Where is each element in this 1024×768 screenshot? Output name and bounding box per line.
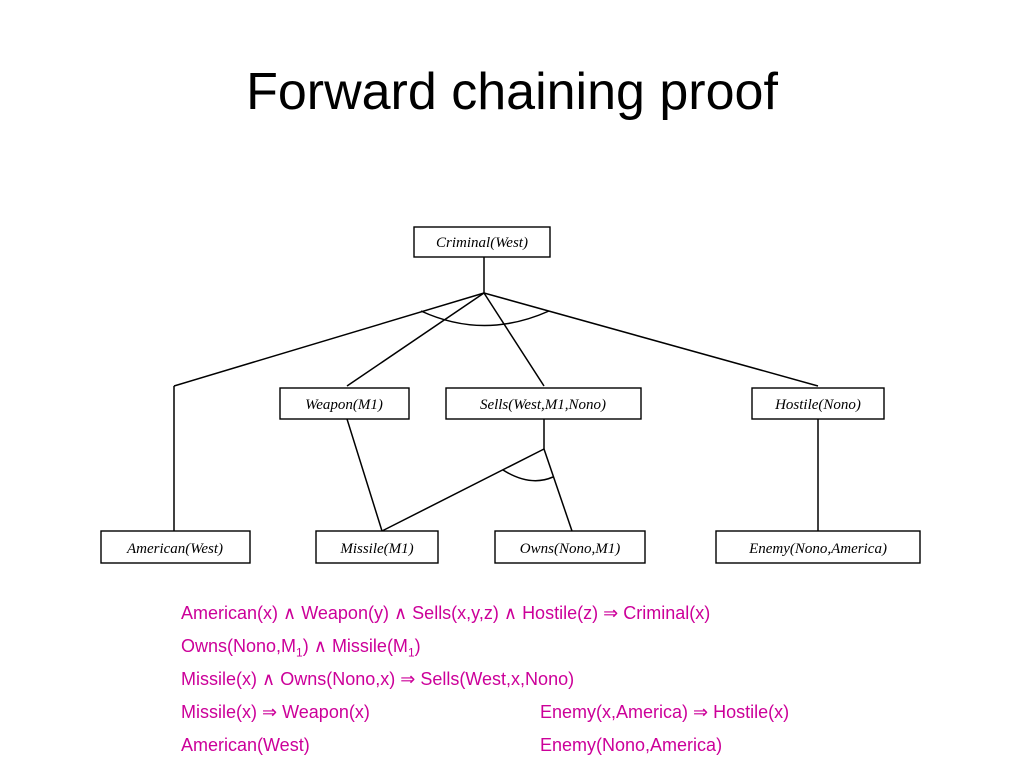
edge-sells-owns bbox=[543, 448, 573, 532]
edge-criminal-weapon bbox=[346, 292, 485, 387]
fact-american-west: American(West) bbox=[181, 735, 310, 755]
fact-text: ) bbox=[414, 636, 421, 656]
fact-term: Missile(M1) bbox=[331, 636, 421, 659]
edge-sells-missile bbox=[381, 448, 545, 532]
rule-criminal: American(x) ∧ Weapon(y) ∧ Sells(x,y,z) ∧… bbox=[181, 597, 710, 630]
node-enemy-nono-america: Enemy(Nono,America) bbox=[715, 530, 921, 564]
tree-edges bbox=[173, 257, 819, 532]
rule-term: Owns(Nono,x) bbox=[280, 669, 396, 689]
rule-term: Hostile(x) bbox=[713, 702, 790, 722]
edge-criminal-sells bbox=[483, 292, 545, 387]
node-american-west-label: American(West) bbox=[126, 541, 223, 557]
node-hostile-nono: Hostile(Nono) bbox=[751, 387, 885, 420]
and-arc-sells bbox=[502, 469, 554, 482]
node-criminal-west-label: Criminal(West) bbox=[436, 235, 528, 251]
rule-weapon: Missile(x) ⇒ Weapon(x) bbox=[181, 702, 370, 722]
edge-criminal-american bbox=[173, 292, 485, 387]
node-enemy-label: Enemy(Nono,America) bbox=[748, 541, 887, 557]
implies-symbol: ⇒ bbox=[693, 702, 709, 722]
node-hostile-nono-label: Hostile(Nono) bbox=[774, 397, 861, 413]
fact-text: Owns(Nono,M bbox=[181, 636, 297, 656]
edge-criminal-hostile bbox=[483, 292, 819, 387]
rule-sells: Missile(x) ∧ Owns(Nono,x) ⇒ Sells(West,x… bbox=[181, 663, 710, 696]
node-criminal-west: Criminal(West) bbox=[413, 226, 551, 258]
fact-text: Missile(M bbox=[331, 636, 408, 656]
rule-term: Weapon(x) bbox=[282, 702, 370, 722]
node-weapon-m1: Weapon(M1) bbox=[279, 387, 410, 420]
implies-symbol: ⇒ bbox=[603, 603, 619, 623]
slide-title: Forward chaining proof bbox=[246, 63, 778, 121]
rule-term: Weapon(y) bbox=[301, 603, 389, 623]
facts-row: American(West) Enemy(Nono,America) bbox=[181, 729, 722, 762]
rule-term: Criminal(x) bbox=[623, 603, 711, 623]
implies-symbol: ⇒ bbox=[400, 669, 416, 689]
fact-term: Owns(Nono,M1) bbox=[181, 636, 309, 659]
and-symbol: ∧ bbox=[503, 603, 518, 623]
node-owns-nono-m1: Owns(Nono,M1) bbox=[494, 530, 646, 564]
rule-term: Sells(West,x,Nono) bbox=[420, 669, 575, 689]
rule-term: Missile(x) bbox=[181, 702, 257, 722]
rule-hostile: Enemy(x,America) ⇒ Hostile(x) bbox=[540, 696, 789, 729]
node-owns-nono-m1-label: Owns(Nono,M1) bbox=[520, 541, 620, 557]
and-symbol: ∧ bbox=[283, 603, 297, 623]
proof-tree: Criminal(West) Weapon(M1) Sells(West,M1,… bbox=[100, 226, 921, 564]
node-weapon-m1-label: Weapon(M1) bbox=[305, 397, 383, 413]
rule-term: Enemy(x,America) bbox=[540, 702, 689, 722]
edge-weapon-missile bbox=[346, 418, 383, 532]
fact-text: ) bbox=[302, 636, 309, 656]
node-missile-m1-label: Missile(M1) bbox=[339, 541, 413, 557]
node-missile-m1: Missile(M1) bbox=[315, 530, 439, 564]
node-american-west: American(West) bbox=[100, 530, 251, 564]
rule-term: Missile(x) bbox=[181, 669, 257, 689]
knowledge-base: American(x) ∧ Weapon(y) ∧ Sells(x,y,z) ∧… bbox=[181, 597, 789, 762]
rule-weapon-hostile: Missile(x) ⇒ Weapon(x) Enemy(x,America) … bbox=[181, 696, 789, 729]
rule-term: Sells(x,y,z) bbox=[412, 603, 499, 623]
node-sells-west-m1-nono: Sells(West,M1,Nono) bbox=[445, 387, 642, 420]
subscript: 1 bbox=[407, 645, 415, 660]
and-symbol: ∧ bbox=[262, 669, 276, 689]
subscript: 1 bbox=[296, 645, 303, 660]
fact-owns-missile: Owns(Nono,M1) ∧ Missile(M1) bbox=[181, 630, 710, 663]
and-symbol: ∧ bbox=[393, 603, 408, 623]
and-arc-criminal bbox=[420, 310, 550, 327]
fact-enemy-nono-america: Enemy(Nono,America) bbox=[540, 735, 723, 755]
and-symbol: ∧ bbox=[313, 636, 327, 656]
node-sells-label: Sells(West,M1,Nono) bbox=[480, 397, 606, 413]
implies-symbol: ⇒ bbox=[262, 702, 278, 722]
rule-term: Hostile(z) bbox=[522, 603, 599, 623]
rule-term: American(x) bbox=[181, 603, 279, 623]
